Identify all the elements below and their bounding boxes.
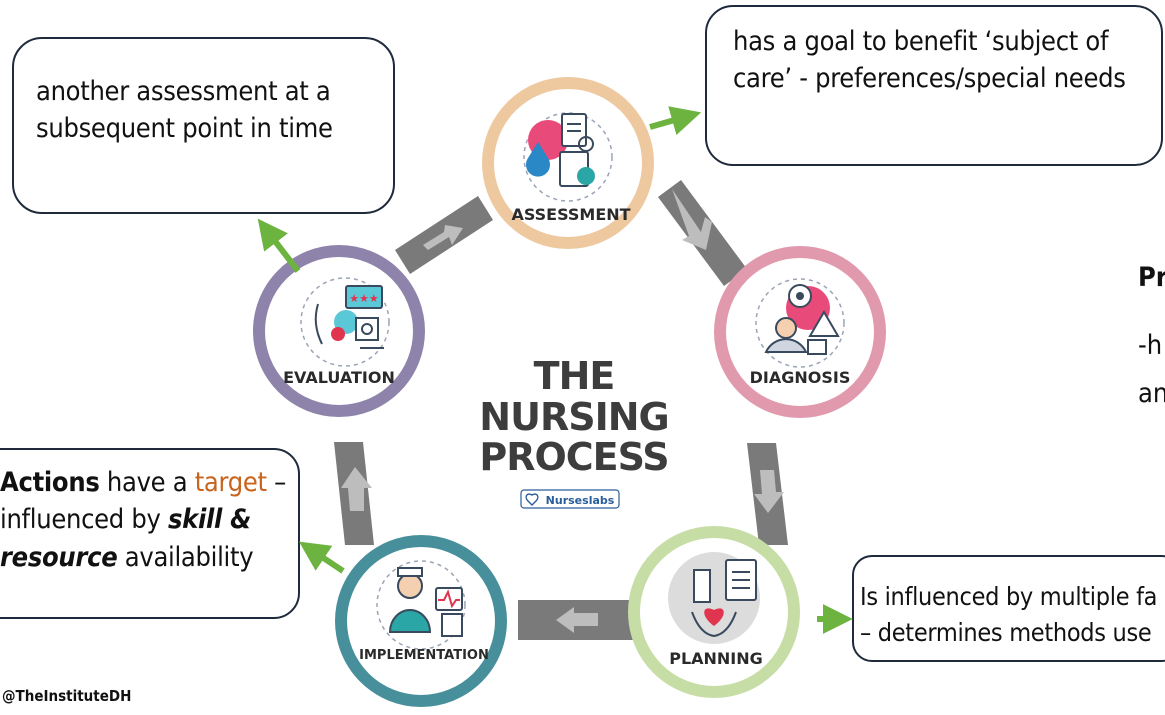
connector-diagnosis-planning xyxy=(747,443,788,545)
assessment-note-line-1: has a goal to benefit ‘subject of xyxy=(733,26,1109,57)
resource-keyword: resource xyxy=(0,541,118,573)
stage-label-planning: PLANNING xyxy=(669,649,763,668)
arrow-to-implementation-note xyxy=(299,541,345,574)
assessment-clipboard-icon xyxy=(526,113,595,187)
stage-label-diagnosis: DIAGNOSIS xyxy=(750,368,851,387)
side-text-fragment-2: an xyxy=(1138,378,1165,409)
heart-logo-icon xyxy=(525,493,539,506)
implementation-note-line-2: influenced by skill & xyxy=(0,501,298,538)
side-heading-fragment: Pr xyxy=(1138,262,1165,293)
stage-diagnosis: DIAGNOSIS xyxy=(714,246,886,418)
connector-evaluation-assessment xyxy=(395,196,493,274)
author-handle: @TheInstituteDH xyxy=(2,687,132,705)
stage-implementation: IMPLEMENTATION xyxy=(335,535,507,707)
flow-arrow-icon xyxy=(672,189,712,250)
evaluation-note-line-1: another assessment at a xyxy=(36,76,331,107)
flow-arrow-icon xyxy=(423,225,463,250)
availability-text: availability xyxy=(117,541,254,573)
stage-planning: PLANNING xyxy=(628,526,800,698)
arrow-to-assessment-note xyxy=(649,106,702,136)
flow-arrow-icon xyxy=(556,607,598,633)
target-keyword: target xyxy=(194,467,267,498)
actions-text-2: – xyxy=(266,467,286,498)
stage-evaluation: ★★★ EVALUATION xyxy=(253,245,425,417)
callout-arrows xyxy=(257,106,853,634)
connector-assessment-diagnosis xyxy=(658,180,747,286)
side-text-fragment-1: -h xyxy=(1138,330,1163,361)
brand-label: Nurseslabs xyxy=(546,494,615,507)
svg-text:★★★: ★★★ xyxy=(349,292,379,305)
assessment-note-box: has a goal to benefit ‘subject of care’ … xyxy=(705,5,1163,166)
implementation-nurse-icon xyxy=(388,567,463,637)
influenced-text: influenced by xyxy=(0,504,168,536)
stage-label-evaluation: EVALUATION xyxy=(283,368,395,387)
diagram-title: THE NURSING PROCESS xyxy=(479,354,669,479)
diagram-title-line-3: PROCESS xyxy=(479,435,668,479)
arrow-to-evaluation-note xyxy=(257,218,301,273)
assessment-note-line-2: care’ - preferences/special needs xyxy=(733,63,1126,95)
stage-label-assessment: ASSESSMENT xyxy=(511,205,630,224)
stage-label-implementation: IMPLEMENTATION xyxy=(359,648,489,663)
stage-assessment: ASSESSMENT xyxy=(482,77,654,249)
brand-badge: Nurseslabs xyxy=(520,489,620,509)
flow-arrow-icon xyxy=(341,467,372,511)
evaluation-review-icon: ★★★ xyxy=(314,285,384,349)
diagram-title-line-1: THE xyxy=(534,354,615,398)
planning-note-box: Is influenced by multiple fa – determine… xyxy=(852,555,1165,662)
connector-planning-implementation xyxy=(518,600,640,640)
evaluation-note-line-2: subsequent point in time xyxy=(36,113,333,145)
diagnosis-magnifier-icon xyxy=(764,284,840,355)
diagram-title-line-2: NURSING xyxy=(479,395,668,439)
implementation-note-line-3: resource availability xyxy=(0,539,298,576)
implementation-note-line-1: Actions have a target – xyxy=(0,464,298,501)
connector-implementation-evaluation xyxy=(334,442,374,545)
evaluation-note-box: another assessment at a subsequent point… xyxy=(12,37,395,214)
planning-note-line-1: Is influenced by multiple fa xyxy=(860,582,1158,611)
actions-keyword: Actions xyxy=(0,467,100,498)
implementation-note-box: Actions have a target – influenced by sk… xyxy=(0,448,300,619)
planning-plan-icon xyxy=(691,559,757,638)
skill-keyword: skill & xyxy=(167,504,252,536)
actions-text-1: have a xyxy=(99,467,195,498)
planning-note-line-2: – determines methods use xyxy=(860,618,1152,648)
flow-arrow-icon xyxy=(754,470,784,513)
